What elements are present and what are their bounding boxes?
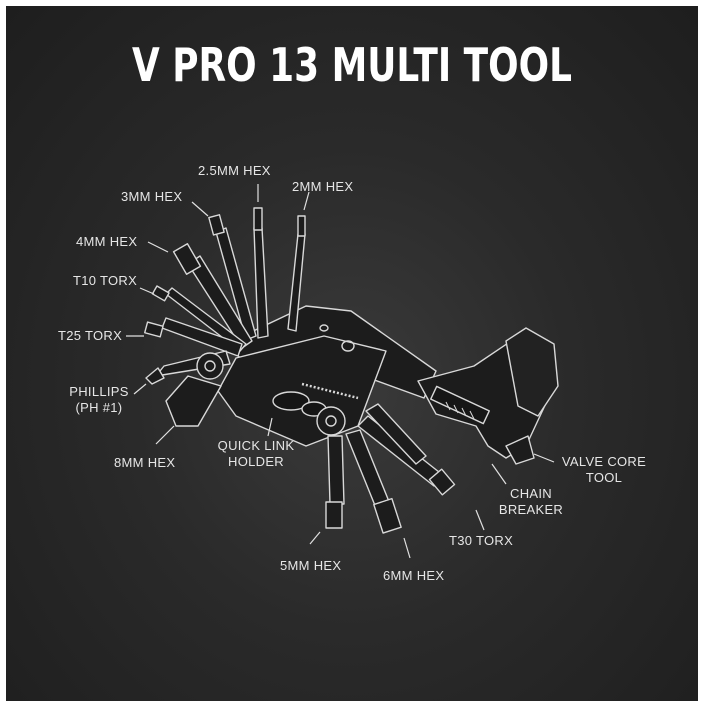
label-t10-torx: T10 TORX — [73, 273, 138, 288]
label-t30-torx: T30 TORX — [449, 533, 514, 548]
label-phillips-line1: PHILLIPS — [69, 384, 129, 399]
label-3mm-hex: 3MM HEX — [121, 189, 183, 204]
label-phillips-line2: (PH #1) — [75, 400, 123, 415]
label-quick-link-line1: QUICK LINK — [217, 438, 295, 453]
bit-4mm-tip — [172, 243, 202, 275]
plate-hole — [341, 340, 355, 352]
bit-t25-torx — [161, 317, 243, 357]
label-valve-core-tool: VALVE CORE TOOL — [554, 454, 654, 486]
label-chain-line2: BREAKER — [498, 502, 564, 517]
label-t25-torx: T25 TORX — [58, 328, 123, 343]
chain-breaker-thread — [445, 401, 475, 420]
bit-phillips-tip — [145, 367, 165, 385]
pivot-bolt-right-inner — [325, 415, 337, 427]
bit-2-5mm-hex — [253, 227, 269, 339]
leader-phillips — [133, 383, 147, 395]
leader-t30 — [475, 509, 485, 531]
label-phillips: PHILLIPS (PH #1) — [64, 384, 134, 416]
valve-core-tool — [505, 435, 535, 465]
bit-6mm-tip — [373, 497, 402, 534]
label-valve-core-line2: TOOL — [585, 470, 623, 485]
leader-valve-core — [533, 453, 555, 463]
label-quick-link-holder: QUICK LINK HOLDER — [201, 438, 311, 470]
leader-8mm — [155, 425, 175, 445]
bit-3mm-tip — [208, 214, 225, 236]
leader-2mm — [303, 191, 310, 211]
label-2-5mm-hex: 2.5MM HEX — [198, 163, 271, 178]
chain-breaker-handle — [505, 327, 559, 417]
bit-2-5mm-tip — [253, 207, 263, 231]
label-chain-line1: CHAIN — [510, 486, 552, 501]
leader-chain — [491, 463, 507, 485]
label-8mm-hex: 8MM HEX — [114, 455, 176, 470]
leader-quick-link — [267, 417, 273, 437]
bit-8mm-hex — [165, 375, 222, 427]
leader-t10 — [139, 287, 155, 295]
label-2mm-hex: 2MM HEX — [292, 179, 354, 194]
leader-6mm — [403, 537, 411, 559]
bit-t10-torx — [165, 287, 247, 352]
bit-t30-tip — [428, 468, 456, 496]
bit-5mm-tip — [325, 501, 343, 529]
leader-4mm — [147, 241, 169, 253]
multitool-illustration — [126, 184, 559, 559]
label-4mm-hex: 4MM HEX — [76, 234, 138, 249]
label-valve-core-line1: VALVE CORE — [561, 454, 647, 469]
label-quick-link-line2: HOLDER — [228, 454, 284, 469]
bit-t10-tip — [151, 285, 170, 302]
leader-5mm — [309, 531, 321, 545]
label-chain-breaker: CHAIN BREAKER — [491, 486, 571, 518]
plate-hole — [319, 324, 329, 332]
bit-5mm-hex — [327, 435, 345, 505]
bit-extra — [365, 403, 427, 465]
label-5mm-hex: 5MM HEX — [280, 558, 342, 573]
page-title: V PRO 13 MULTI TOOL — [131, 38, 573, 92]
diagram-canvas: V PRO 13 MULTI TOOL — [6, 6, 698, 701]
leader-3mm — [191, 201, 209, 217]
pivot-bolt-left-inner — [204, 360, 216, 372]
quick-link-slot — [272, 391, 310, 411]
label-6mm-hex: 6MM HEX — [383, 568, 445, 583]
bit-2mm-tip — [297, 215, 306, 237]
plate-engraving — [301, 382, 359, 400]
bit-t25-tip — [144, 321, 164, 338]
